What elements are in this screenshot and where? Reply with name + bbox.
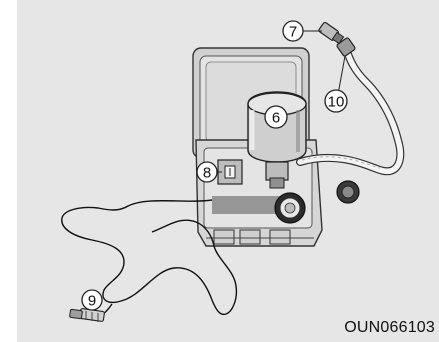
valve-adapter — [318, 22, 343, 44]
callout-9: 9 — [82, 290, 102, 310]
svg-text:6: 6 — [272, 110, 280, 127]
svg-text:9: 9 — [88, 293, 96, 310]
callout-8: 8 — [197, 162, 217, 182]
svg-text:8: 8 — [203, 165, 211, 182]
callout-10: 10 — [325, 90, 347, 112]
figure-code: OUN066103 — [344, 319, 435, 337]
pressure-gauge — [275, 193, 305, 223]
callout-6: 6 — [265, 106, 287, 128]
hose-cap — [337, 181, 359, 203]
svg-text:10: 10 — [328, 94, 345, 111]
callout-7: 7 — [283, 21, 303, 41]
power-plug — [70, 308, 105, 322]
svg-text:7: 7 — [289, 24, 297, 41]
